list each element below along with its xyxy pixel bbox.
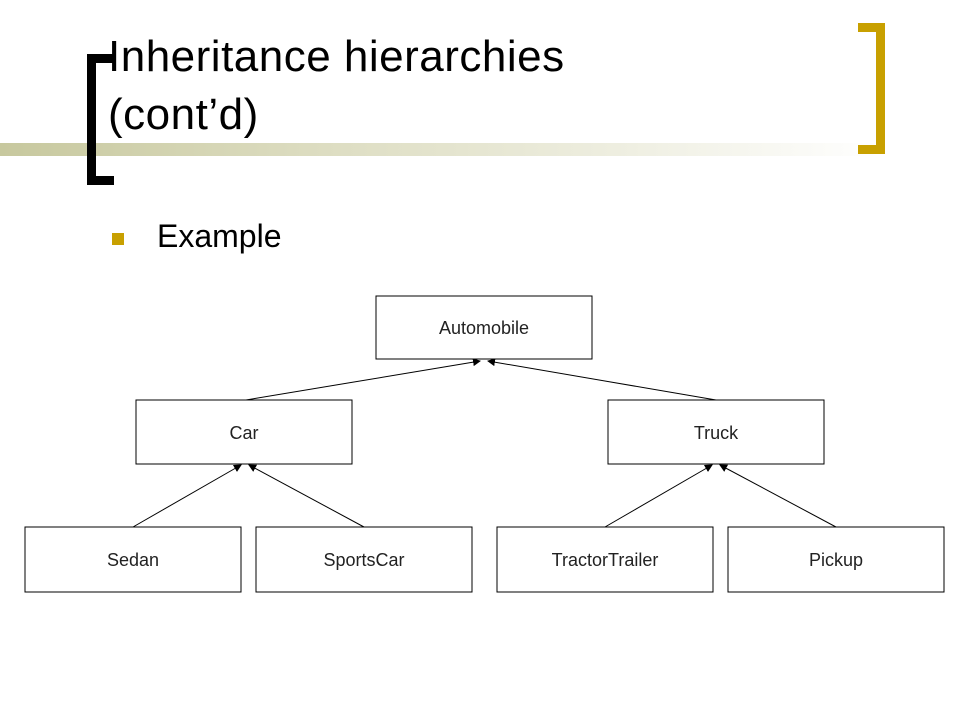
node-truck-label: Truck <box>694 423 739 443</box>
node-pickup-label: Pickup <box>809 550 863 570</box>
edge-tractortrailer-to-truck <box>604 464 713 528</box>
bullet-text: Example <box>157 218 282 254</box>
title-underline-rule <box>0 143 880 156</box>
node-sportscar-label: SportsCar <box>323 550 404 570</box>
node-car: Car <box>135 399 353 465</box>
edge-truck-to-automobile <box>487 358 717 401</box>
right-bracket-decoration <box>858 23 885 154</box>
node-automobile: Automobile <box>375 295 593 360</box>
node-tractortrailer: TractorTrailer <box>496 526 714 593</box>
edge-car-to-automobile <box>245 358 481 401</box>
node-pickup: Pickup <box>727 526 945 593</box>
node-tractortrailer-label: TractorTrailer <box>552 550 659 570</box>
node-sportscar: SportsCar <box>255 526 473 593</box>
edge-pickup-to-truck <box>719 464 837 528</box>
node-sedan: Sedan <box>24 526 242 593</box>
node-car-label: Car <box>229 423 258 443</box>
edge-sedan-to-car <box>132 464 242 528</box>
edge-sportscar-to-car <box>248 464 365 528</box>
bullet-square-icon <box>112 233 124 245</box>
left-bracket-decoration <box>87 54 114 185</box>
slide-title: Inheritance hierarchies (cont’d) <box>108 32 565 139</box>
node-automobile-label: Automobile <box>439 318 529 338</box>
node-truck: Truck <box>607 399 825 465</box>
node-sedan-label: Sedan <box>107 550 159 570</box>
